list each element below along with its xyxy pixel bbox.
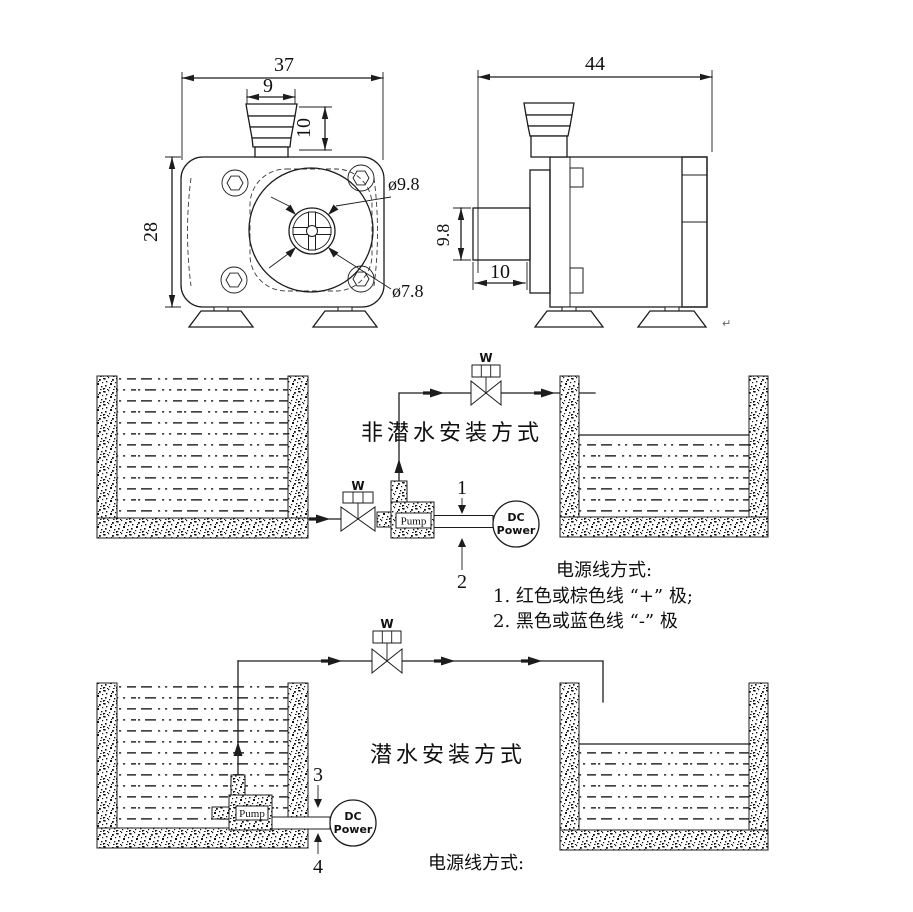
dim-inlet-diameter-label: 9.8 (433, 224, 453, 247)
corner-return-mark: ↵ (722, 317, 731, 330)
power-wiring-note: 电源线方式: 1. 红色或棕色线 “+” 极; 2. 黑色或蓝色线 “-” 极 (493, 560, 693, 632)
screw-top-right (347, 164, 375, 192)
dim-length-label: 44 (585, 53, 605, 75)
flow-arrow-right (321, 656, 342, 666)
water-full (117, 378, 288, 516)
pipe-fitting (376, 511, 392, 528)
source-tank (96, 375, 309, 539)
front-view-drawing: 37 9 10 28 (140, 54, 424, 328)
water-half (579, 746, 749, 829)
discharge-valve: W (371, 617, 403, 675)
svg-text:3: 3 (313, 764, 323, 786)
dim-length-44: 44 (477, 53, 713, 273)
note-line1: 1. 红色或棕色线 “+” 极; (493, 586, 693, 607)
dc-power-line1: DC (507, 511, 524, 524)
dim-height-28: 28 (140, 156, 181, 308)
wire-callout-3: 3 (313, 764, 323, 808)
dim-width-label: 37 (274, 54, 294, 76)
valve-label: W (479, 351, 492, 365)
pump-label: Pump (401, 516, 427, 528)
outlet-nozzle-side (523, 102, 575, 158)
suction-feet-side (533, 306, 708, 328)
valve-label: W (351, 479, 364, 493)
dim-nozzle-width-9: 9 (246, 75, 296, 106)
dim-nozzle-width-label: 9 (263, 75, 273, 97)
non-submersible-title: 非潜水安装方式 (361, 421, 543, 446)
dim-width-37: 37 (181, 54, 384, 160)
destination-tank (559, 375, 769, 538)
dc-power-line2: Power (334, 823, 373, 836)
pump-block: Pump (211, 774, 273, 831)
discharge-pipe (398, 392, 596, 482)
flow-arrow-right (309, 514, 330, 524)
dc-power: DC Power (492, 500, 540, 548)
dim-inlet-diameter: 9.8 (433, 207, 471, 261)
svg-text:4: 4 (313, 856, 323, 878)
pump-block: Pump (390, 480, 435, 539)
power-cable (271, 816, 331, 830)
outlet-nozzle-front (245, 103, 298, 158)
submersible-diagram: W Pump DC Power (96, 617, 769, 878)
note-heading: 电源线方式: (556, 560, 652, 581)
discharge-valve: W (470, 351, 502, 407)
flow-arrow-right (423, 388, 444, 398)
side-view-drawing: 44 9.8 (433, 53, 731, 330)
svg-text:1: 1 (457, 477, 467, 499)
flow-arrow-right (434, 656, 455, 666)
power-wiring-note-bottom: 电源线方式: (428, 853, 524, 874)
impeller-hub (268, 196, 392, 290)
dim-inlet-length-label: 10 (490, 261, 510, 283)
flow-arrow-up (233, 742, 243, 756)
mounting-screws (220, 164, 375, 294)
dim-inlet-length: 10 (472, 261, 528, 290)
wire-callout-2: 2 (457, 538, 467, 593)
hub-inner-diameter-label: ø7.8 (392, 281, 424, 301)
power-cable (433, 515, 494, 528)
inlet-valve: W (340, 479, 376, 532)
dim-height-label: 28 (140, 222, 162, 242)
flow-arrow-up (394, 459, 404, 473)
destination-tank (559, 682, 769, 851)
wire-callout-4: 4 (313, 833, 323, 878)
dim-nozzle-height-label: 10 (293, 118, 315, 138)
note-line2: 2. 黑色或蓝色线 “-” 极 (493, 611, 678, 632)
flow-arrow-right (521, 656, 542, 666)
discharge-pipe (237, 660, 604, 703)
screw-top-left (221, 169, 249, 197)
pump-body-side (529, 156, 708, 308)
flow-arrow-right (534, 388, 555, 398)
screw-bottom-left (220, 266, 248, 294)
svg-text:2: 2 (457, 571, 467, 593)
dc-power-line1: DC (344, 810, 361, 823)
hub-outer-diameter-label: ø9.8 (388, 174, 420, 194)
suction-feet-front (187, 306, 379, 328)
non-submersible-diagram: W Pump W (96, 351, 769, 593)
pump-label: Pump (239, 808, 265, 820)
inlet-tube (472, 207, 531, 261)
dim-nozzle-height-10: 10 (293, 106, 332, 151)
wire-callout-1: 1 (457, 477, 467, 514)
water-half (579, 437, 749, 516)
submersible-title: 潜水安装方式 (370, 743, 526, 768)
valve-label: W (380, 617, 393, 631)
dc-power-line2: Power (497, 524, 536, 537)
dc-power: DC Power (329, 799, 377, 847)
